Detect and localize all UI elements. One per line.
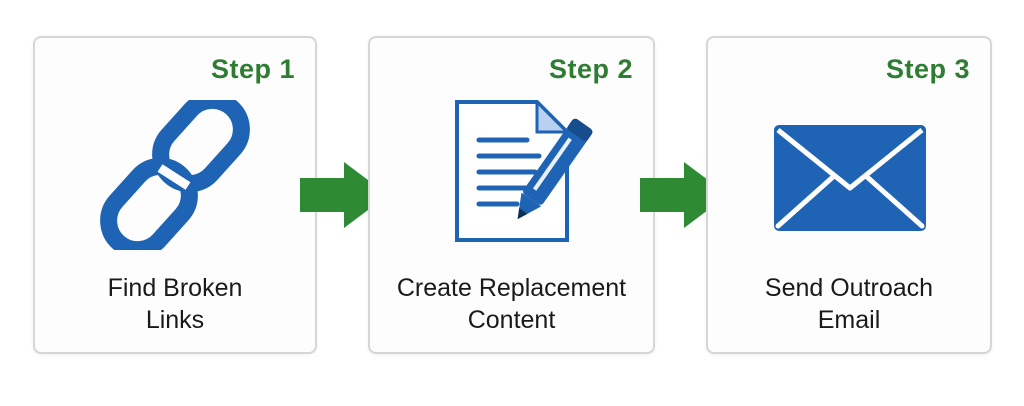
- step-card-create-replacement-content: Step 2: [368, 36, 655, 354]
- step-title-line: Create Replacement: [396, 274, 627, 302]
- step-title: Create Replacement Content: [370, 272, 653, 336]
- step-card-send-outreach-email: Step 3 Send Outroach Email: [706, 36, 992, 354]
- step-title-line: Find Broken: [107, 274, 243, 302]
- step-label: Step 3: [885, 54, 970, 84]
- step-title: Send Outroach Email: [708, 272, 990, 336]
- step-title-line: Content: [467, 306, 556, 334]
- step-label: Step 2: [548, 54, 633, 84]
- step-title-line: Send Outroach: [764, 274, 934, 302]
- step-title-line: Email: [817, 306, 881, 334]
- arrow-right-icon: [300, 162, 388, 228]
- broken-link-icon: [35, 100, 315, 250]
- step-title: Find Broken Links: [35, 272, 315, 336]
- envelope-icon: [708, 100, 990, 250]
- document-pen-icon: [370, 100, 653, 250]
- step-card-find-broken-links: Step 1 Find Broken Links: [33, 36, 317, 354]
- step-title-line: Links: [145, 306, 205, 334]
- step-label: Step 1: [210, 54, 295, 84]
